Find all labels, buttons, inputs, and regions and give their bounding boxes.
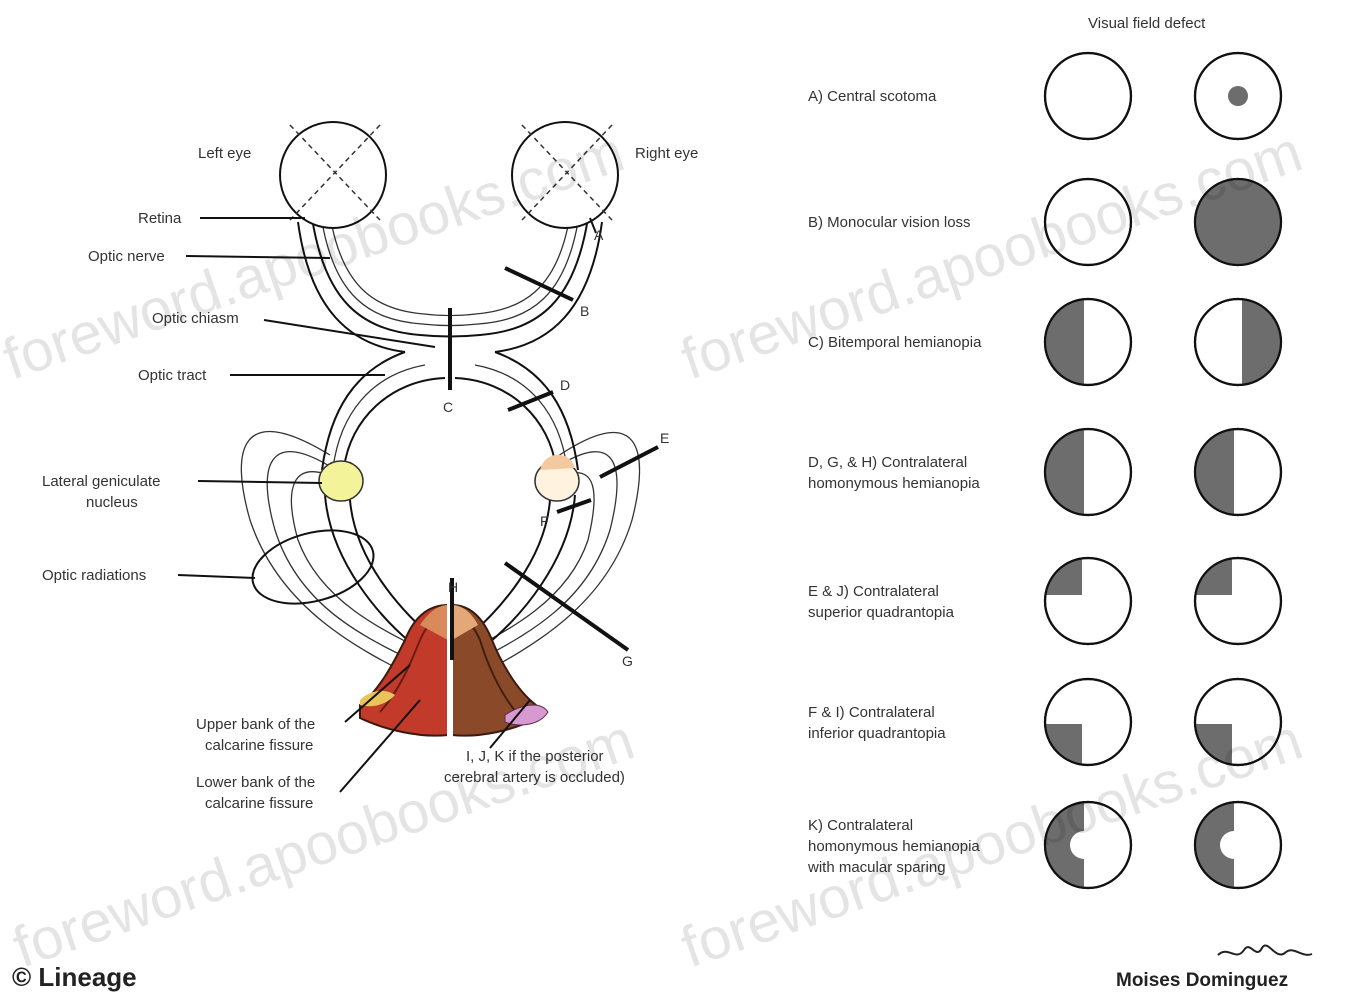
- optic-nerve-label: Optic nerve: [88, 248, 165, 265]
- defect-label: B) Monocular vision loss: [808, 214, 971, 231]
- left-lgn: [319, 461, 363, 501]
- left-eye-field-3-defect-area: [1045, 429, 1084, 515]
- upper-bank-label-line2: calcarine fissure: [205, 737, 313, 754]
- defect-label: inferior quadrantopia: [808, 725, 946, 742]
- lower-bank-label-line2: calcarine fissure: [205, 795, 313, 812]
- author-signature: [1218, 946, 1312, 955]
- right-eye-field-4-defect-area: [1195, 558, 1232, 595]
- lesion-letter-g: G: [622, 653, 633, 669]
- right-eye-field-6: [1195, 802, 1281, 888]
- lgn-label-line1: Lateral geniculate: [42, 473, 160, 490]
- right-eye-field-2: [1195, 299, 1285, 385]
- left-eye-field-0: [1045, 53, 1131, 139]
- author-name: Moises Dominguez: [1116, 970, 1288, 991]
- defect-label: superior quadrantopia: [808, 604, 955, 621]
- left-eye-field-5: [1045, 679, 1131, 767]
- left-eye-field-2-defect-area: [1045, 299, 1084, 385]
- defect-label: D, G, & H) Contralateral: [808, 454, 967, 471]
- optic-radiations-label: Optic radiations: [42, 567, 146, 584]
- retina-label: Retina: [138, 210, 182, 227]
- right-eye-field-3-defect-area: [1195, 429, 1234, 515]
- upper-bank-label-line1: Upper bank of the: [196, 716, 315, 733]
- lgn-label-line2: nucleus: [86, 494, 138, 511]
- lesion-letter-b: B: [580, 303, 589, 319]
- watermark-3: foreword.apoobooks.com: [5, 707, 642, 980]
- visual-field-header: Visual field defect: [1088, 15, 1206, 32]
- right-eye-field-2-defect-area: [1242, 299, 1285, 385]
- left-eye-field-2: [1045, 299, 1131, 385]
- defect-row: D, G, & H) Contralateral homonymous hemia…: [808, 429, 1281, 515]
- lesion-letter-f: F: [540, 513, 549, 529]
- lesion-letter-d: D: [560, 377, 570, 393]
- defect-label: K) Contralateral: [808, 817, 913, 834]
- defect-row: E & J) Contralateral superior quadrantopi…: [808, 558, 1281, 644]
- lower-bank-label-line1: Lower bank of the: [196, 774, 315, 791]
- lesion-letter-a: A: [594, 227, 604, 243]
- left-eye-field-3: [1045, 429, 1131, 515]
- defect-label: F & I) Contralateral: [808, 704, 935, 721]
- optic-tract-label: Optic tract: [138, 367, 207, 384]
- defect-label: homonymous hemianopia: [808, 475, 980, 492]
- right-eye-field-3: [1195, 429, 1281, 515]
- left-eye-field-5-defect-area: [1045, 724, 1082, 767]
- left-eye-field-4: [1045, 558, 1131, 644]
- lesion-letter-e: E: [660, 430, 669, 446]
- right-eye-field-4: [1195, 558, 1281, 644]
- defect-label: A) Central scotoma: [808, 88, 937, 105]
- defect-row: A) Central scotoma: [808, 53, 1281, 139]
- left-eye-field-4-defect-area: [1045, 558, 1082, 595]
- left-eye-label: Left eye: [198, 145, 251, 162]
- defect-label: E & J) Contralateral: [808, 583, 939, 600]
- lesion-letter-c: C: [443, 399, 453, 415]
- right-eye-label: Right eye: [635, 145, 698, 162]
- right-eye-field-0-defect-area: [1228, 86, 1248, 106]
- right-lgn-cap: [540, 455, 575, 470]
- lesion-letter-h: H: [448, 579, 458, 595]
